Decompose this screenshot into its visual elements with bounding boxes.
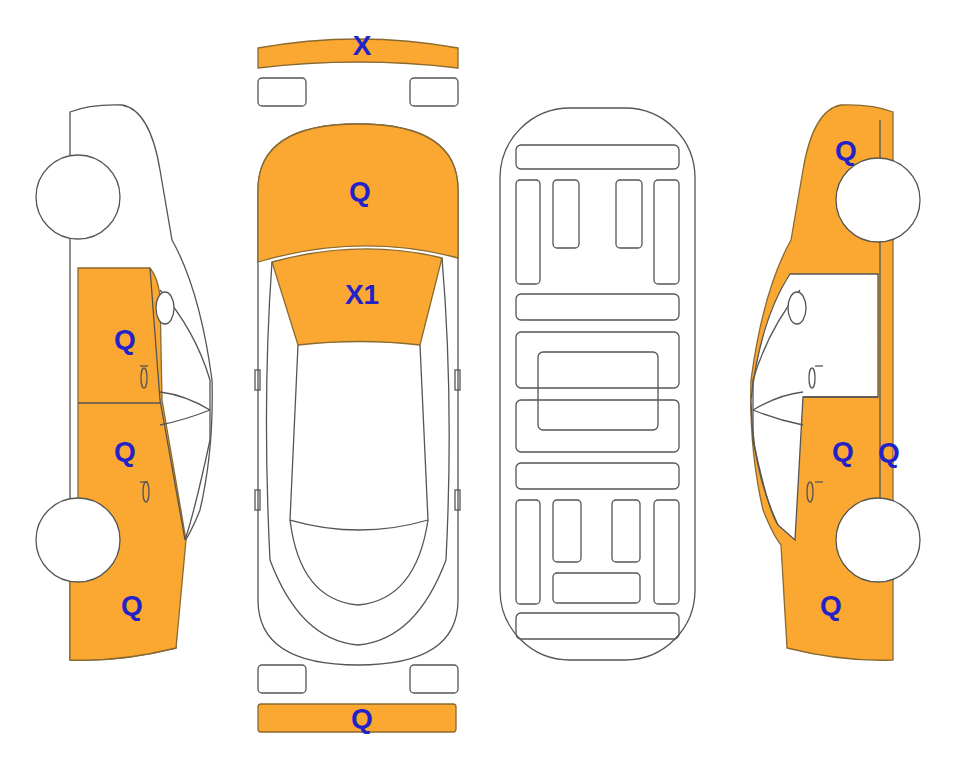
damage-code: X1	[345, 281, 379, 309]
damage-code: Q	[878, 439, 900, 467]
damage-code: Q	[832, 438, 854, 466]
underbody-view	[500, 108, 695, 660]
damage-code: Q	[114, 438, 136, 466]
damage-code: Q	[349, 178, 371, 206]
damage-code: Q	[820, 592, 842, 620]
damage-code: Q	[351, 705, 373, 733]
left-side-view	[36, 105, 212, 660]
damage-code: Q	[121, 592, 143, 620]
damage-code: Q	[114, 326, 136, 354]
top-view	[255, 39, 460, 732]
damage-code: X	[353, 32, 372, 60]
damage-code: Q	[835, 137, 857, 165]
right-side-view	[751, 105, 920, 660]
